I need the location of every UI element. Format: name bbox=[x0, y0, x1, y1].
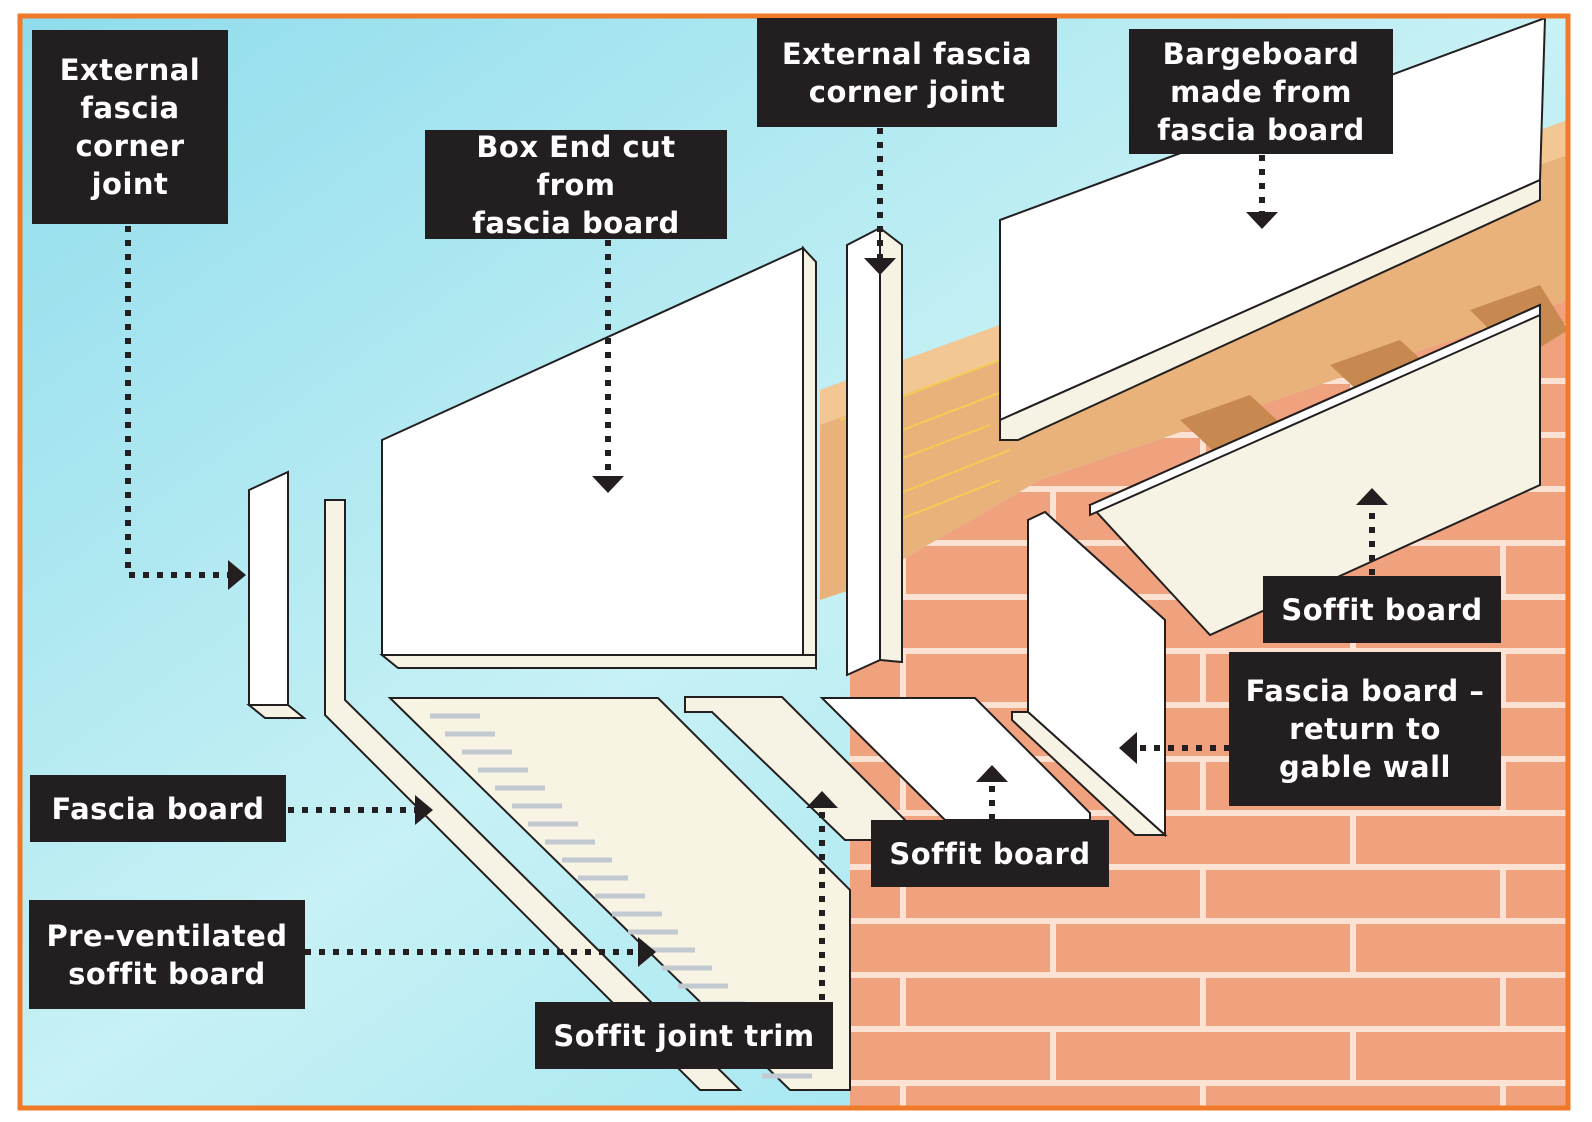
corner-joint-left-side bbox=[246, 704, 307, 719]
soffit-board-center-shape bbox=[819, 697, 1091, 821]
soffit-board-right-top bbox=[1089, 303, 1541, 517]
arrowheads bbox=[228, 212, 1388, 967]
label-fascia-return: Fascia board – return to gable wall bbox=[1229, 652, 1501, 806]
arrow-fascia-board bbox=[415, 795, 433, 825]
arrow-corner-left bbox=[228, 560, 246, 590]
box-end-lip bbox=[379, 654, 817, 669]
arrow-corner-top bbox=[864, 258, 896, 275]
label-fascia-board: Fascia board bbox=[30, 775, 286, 842]
arrow-soffit-right bbox=[1356, 488, 1388, 505]
label-soffit-joint-trim: Soffit joint trim bbox=[535, 1002, 833, 1069]
label-bargeboard: Bargeboard made from fascia board bbox=[1129, 29, 1393, 154]
fascia-board-long bbox=[324, 499, 743, 1091]
label-external-corner-top: External fascia corner joint bbox=[757, 18, 1057, 127]
leader-lines bbox=[125, 128, 1375, 1000]
arrow-pre-ventilated bbox=[638, 937, 656, 967]
arrow-bargeboard bbox=[1246, 212, 1278, 229]
label-pre-ventilated: Pre-ventilated soffit board bbox=[29, 900, 305, 1009]
bargeboard-lip bbox=[999, 178, 1541, 441]
corner-joint-left-front bbox=[248, 470, 289, 720]
corner-joint-top-side bbox=[879, 225, 903, 664]
arrow-joint-trim bbox=[806, 791, 838, 808]
label-external-corner-left: External fascia corner joint bbox=[32, 30, 228, 224]
fascia-return-lip bbox=[1011, 711, 1168, 836]
label-box-end: Box End cut from fascia board bbox=[425, 130, 727, 240]
corner-joint-top-front bbox=[846, 226, 881, 677]
box-end-edge bbox=[802, 245, 817, 671]
arrow-fascia-return bbox=[1119, 732, 1137, 764]
leader-corner-left bbox=[125, 226, 228, 578]
label-soffit-board-right: Soffit board bbox=[1263, 576, 1501, 643]
arrow-box-end bbox=[592, 476, 624, 493]
arrow-soffit-center bbox=[976, 765, 1008, 782]
orange-frame bbox=[17, 13, 1571, 1111]
label-soffit-board-center: Soffit board bbox=[871, 820, 1109, 887]
